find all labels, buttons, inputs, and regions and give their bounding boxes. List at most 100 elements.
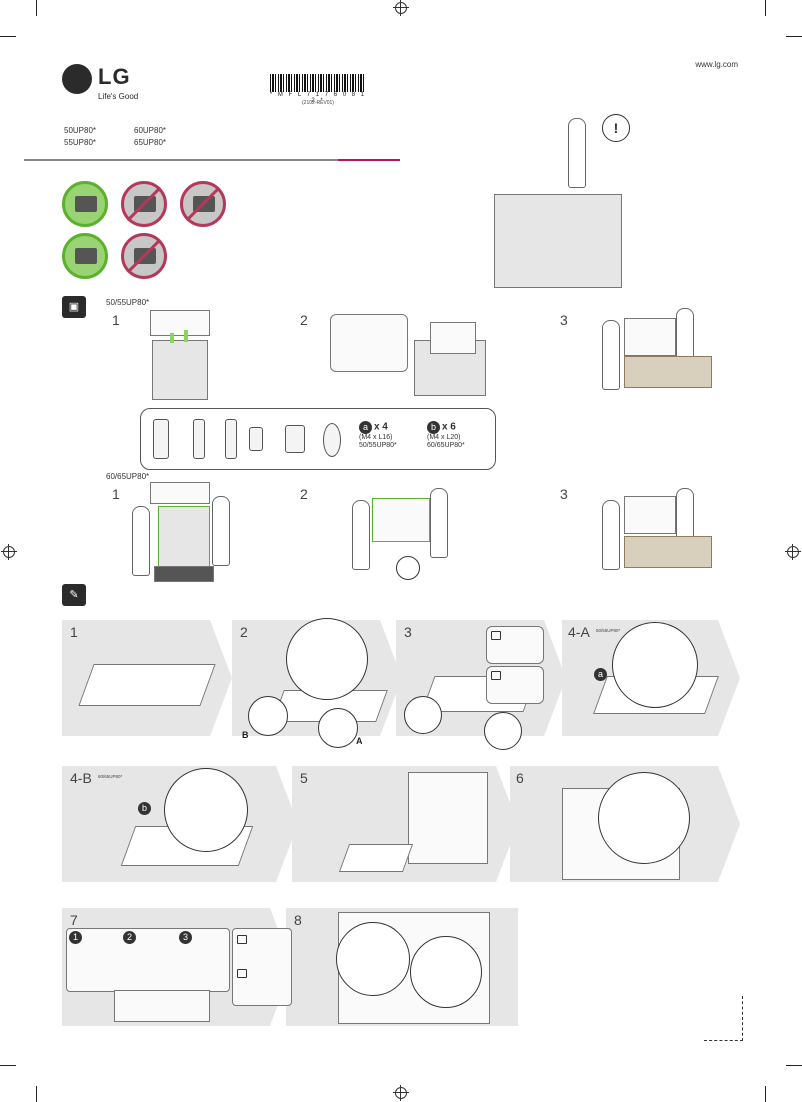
crop-mark <box>36 0 37 16</box>
manual-icon <box>249 427 263 451</box>
unpacking-section-icon: ▣ <box>62 296 86 318</box>
carry-correct-icon <box>62 181 108 227</box>
unpack-step-number: 2 <box>300 486 308 502</box>
tv-in-box-illustration <box>430 322 476 354</box>
stand-detail-zoom <box>484 712 522 750</box>
person-illustration <box>602 320 620 390</box>
crop-mark <box>0 36 16 37</box>
tv-box-illustration <box>158 506 210 572</box>
person-illustration <box>352 500 370 570</box>
screw-detail-zoom <box>164 768 248 852</box>
person-illustration <box>602 500 620 570</box>
lg-logo-icon <box>62 64 92 94</box>
unpack-step-number: 2 <box>300 312 308 328</box>
lock-icon <box>491 631 501 640</box>
lift-arrow <box>170 333 174 343</box>
packing-tray-illustration <box>150 310 210 336</box>
screw-a-models: 50/55UP80* <box>359 442 397 449</box>
unpack-step-number: 1 <box>112 312 120 328</box>
screw-b-size: (M4 x L20) <box>427 434 461 441</box>
person-illustration <box>430 488 448 558</box>
assembly-step-number: 8 <box>294 912 302 928</box>
screw-b-badge: b <box>427 421 440 434</box>
table-illustration <box>624 356 712 388</box>
touch-screen-wrong-icon <box>121 233 167 279</box>
caution-icon: ! <box>602 114 630 142</box>
stand-detail-zoom <box>286 618 368 700</box>
unpack-step-number: 3 <box>560 312 568 328</box>
assembly-step-model: 50/55UP80* <box>596 628 621 633</box>
assembly-step-model: 60/65UP80* <box>98 774 123 779</box>
model-item: 50UP80* <box>64 126 97 135</box>
unpack-small-label: 50/55UP80* <box>106 298 150 307</box>
cable-holder-icon <box>285 425 305 453</box>
lock-detail-box <box>486 666 544 704</box>
revision-code: (2102-REV01) <box>302 100 334 106</box>
assembly-step-number: 4-B <box>70 770 92 786</box>
tv-box-illustration <box>152 340 208 400</box>
substep-badge: 1 <box>69 931 82 944</box>
stand-leg-icon <box>193 419 205 459</box>
remote-control-icon <box>153 419 169 459</box>
stand-label-a: A <box>356 736 363 746</box>
stand-b-zoom <box>248 696 288 736</box>
barcode-number: * M F L 7 1 7 6 0 8 1 2 * <box>269 92 367 104</box>
registration-mark <box>393 1085 409 1101</box>
model-item: 65UP80* <box>134 138 167 147</box>
packaging-box-illustration <box>494 194 622 288</box>
hold-correct-icon <box>62 233 108 279</box>
assembly-step-number: 3 <box>404 624 412 640</box>
substep-badge: 3 <box>179 931 192 944</box>
assembly-step-number: 5 <box>300 770 308 786</box>
assembly-section-icon: ✎ <box>62 584 86 606</box>
unpack-large-label: 60/65UP80* <box>106 472 150 481</box>
brand-name: LG <box>98 64 131 89</box>
tv-removal-zoom <box>330 314 408 372</box>
lg-logo: LG Life's Good <box>62 64 172 108</box>
parts-callout: a x 4 (M4 x L16) 50/55UP80* b x 6 (M4 x … <box>140 408 496 470</box>
cable-route-zoom <box>336 922 410 996</box>
registration-mark <box>393 0 409 16</box>
tv-panel-illustration <box>372 498 430 542</box>
box-base-illustration <box>154 566 214 582</box>
tv-panel-illustration <box>624 496 676 534</box>
stand-a-zoom <box>318 708 358 748</box>
screw-b-marker: b <box>138 802 151 815</box>
assembly-step-number: 4-A <box>568 624 590 640</box>
crop-mark <box>0 1065 16 1066</box>
unpack-step-number: 1 <box>112 486 120 502</box>
page-turn-icon <box>704 996 743 1041</box>
crop-mark <box>765 1086 766 1102</box>
crop-mark <box>765 0 766 16</box>
tv-upright-illustration <box>408 772 488 864</box>
power-cable-icon <box>323 423 341 457</box>
screw-a-marker: a <box>594 668 607 681</box>
screw-b-models: 60/65UP80* <box>427 442 465 449</box>
registration-mark <box>1 544 17 560</box>
table-illustration <box>624 536 712 568</box>
packing-tray-illustration <box>150 482 210 504</box>
assembly-step-number: 1 <box>70 624 78 640</box>
model-item: 55UP80* <box>64 138 97 147</box>
person-illustration <box>212 496 230 566</box>
lock-detail-box <box>486 626 544 664</box>
website-url: www.lg.com <box>695 60 738 69</box>
crop-mark <box>786 36 802 37</box>
registration-mark <box>785 544 801 560</box>
cable-route-zoom <box>410 936 482 1008</box>
screw-a-badge: a <box>359 421 372 434</box>
lift-arrow <box>184 330 188 342</box>
carry-wrong-icon <box>121 181 167 227</box>
detail-zoom <box>396 556 420 580</box>
unpack-step-number: 3 <box>560 486 568 502</box>
person-illustration <box>132 506 150 576</box>
stand-label-b: B <box>242 730 249 740</box>
screw-a-size: (M4 x L16) <box>359 434 393 441</box>
cable-holder-zoom <box>598 772 690 864</box>
brand-tagline: Life's Good <box>98 92 139 101</box>
assembly-step-number: 6 <box>516 770 524 786</box>
barcode <box>270 74 364 92</box>
header-divider <box>24 159 400 161</box>
lock-icon <box>237 935 247 944</box>
unlock-icon <box>491 671 501 680</box>
